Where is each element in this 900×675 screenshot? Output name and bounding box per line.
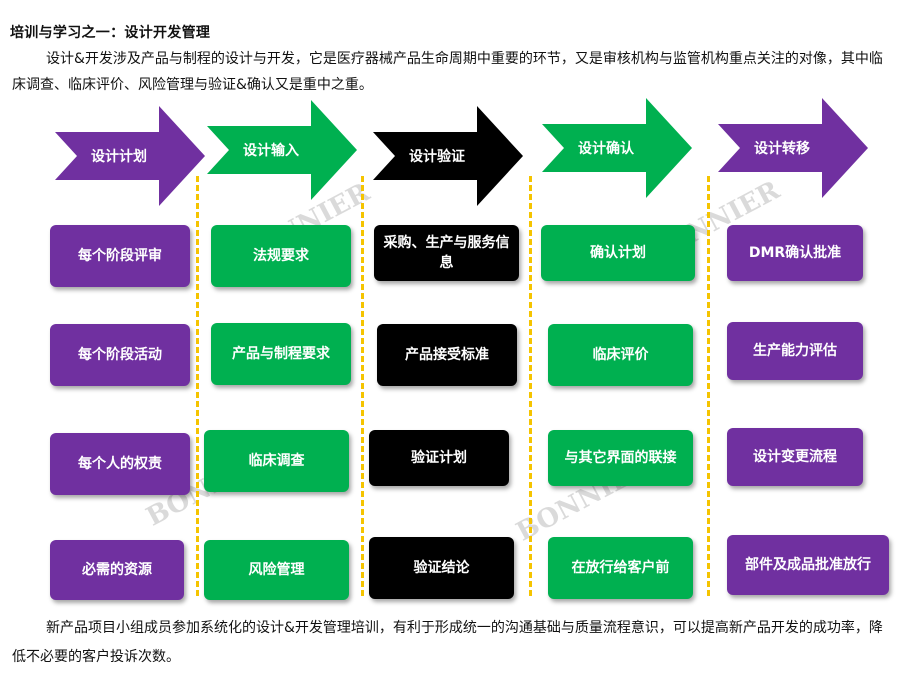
- item-box: 风险管理: [204, 540, 349, 600]
- intro-paragraph: 设计&开发涉及产品与制程的设计与开发，它是医疗器械产品生命周期中重要的环节，又是…: [12, 51, 883, 93]
- stage-label: 设计确认: [578, 141, 634, 157]
- item-box: 每个阶段评审: [50, 225, 190, 287]
- arrow-shape: [55, 106, 205, 206]
- arrow-shape: [207, 100, 357, 200]
- item-box: 部件及成品批准放行: [727, 535, 889, 595]
- stage-label: 设计计划: [91, 149, 147, 165]
- item-box: 设计变更流程: [727, 428, 863, 486]
- column-divider: [707, 176, 710, 596]
- stage-arrow-design-validation: 设计确认: [542, 98, 692, 198]
- item-box: 临床调查: [204, 430, 349, 492]
- stage-label: 设计验证: [409, 149, 465, 165]
- page-title: 培训与学习之一：设计开发管理: [10, 25, 211, 41]
- stage-arrow-design-transfer: 设计转移: [718, 98, 868, 198]
- stage-label: 设计输入: [243, 143, 299, 159]
- item-box: 临床评价: [548, 324, 693, 386]
- summary-paragraph: 新产品项目小组成员参加系统化的设计&开发管理培训，有利于形成统一的沟通基础与质量…: [12, 620, 883, 665]
- column-divider: [361, 176, 364, 596]
- stage-arrow-design-input: 设计输入: [207, 100, 357, 200]
- item-box: 产品接受标准: [377, 324, 517, 386]
- stage-label: 设计转移: [754, 141, 810, 157]
- arrow-shape: [542, 98, 692, 198]
- item-box: DMR确认批准: [727, 225, 863, 281]
- stage-arrow-design-plan: 设计计划: [55, 106, 205, 206]
- item-box: 在放行给客户前: [548, 537, 693, 599]
- item-box: 确认计划: [541, 225, 695, 281]
- item-box: 每个阶段活动: [50, 324, 190, 386]
- stage-arrow-design-verification: 设计验证: [373, 106, 523, 206]
- item-box: 必需的资源: [50, 540, 184, 600]
- item-box: 采购、生产与服务信息: [374, 225, 519, 281]
- item-box: 生产能力评估: [727, 322, 863, 380]
- item-box: 每个人的权责: [50, 433, 190, 495]
- item-box: 与其它界面的联接: [548, 430, 693, 486]
- item-box: 验证结论: [369, 537, 514, 599]
- arrow-shape: [718, 98, 868, 198]
- column-divider: [196, 176, 199, 596]
- item-box: 产品与制程要求: [211, 323, 351, 385]
- arrow-shape: [373, 106, 523, 206]
- column-divider: [529, 176, 532, 596]
- item-box: 法规要求: [211, 225, 351, 287]
- item-box: 验证计划: [369, 430, 509, 486]
